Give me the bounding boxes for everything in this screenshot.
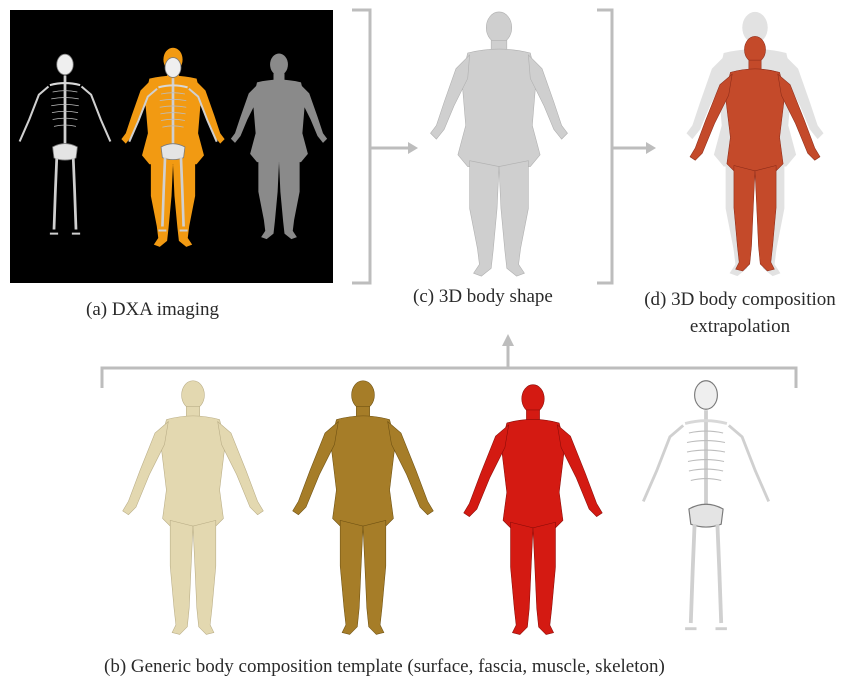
caption-extrapolation: (d) 3D body composition extrapolation [622, 286, 858, 340]
template-surface-figure [108, 376, 278, 642]
extrapolation-figure [670, 8, 840, 282]
caption-body-shape: (c) 3D body shape [413, 286, 553, 308]
arrow-to-extrapolation [646, 142, 656, 154]
template-skeleton-figure [622, 376, 790, 642]
template-fascia-figure [278, 376, 448, 642]
arrow-up-to-body-shape [502, 334, 514, 346]
body-shape-figure [414, 8, 584, 282]
template-muscle-figure [450, 380, 616, 642]
caption-extrapolation-line1: (d) 3D body composition [622, 286, 858, 313]
caption-extrapolation-line2: extrapolation [622, 313, 858, 340]
caption-template: (b) Generic body composition template (s… [104, 656, 665, 678]
